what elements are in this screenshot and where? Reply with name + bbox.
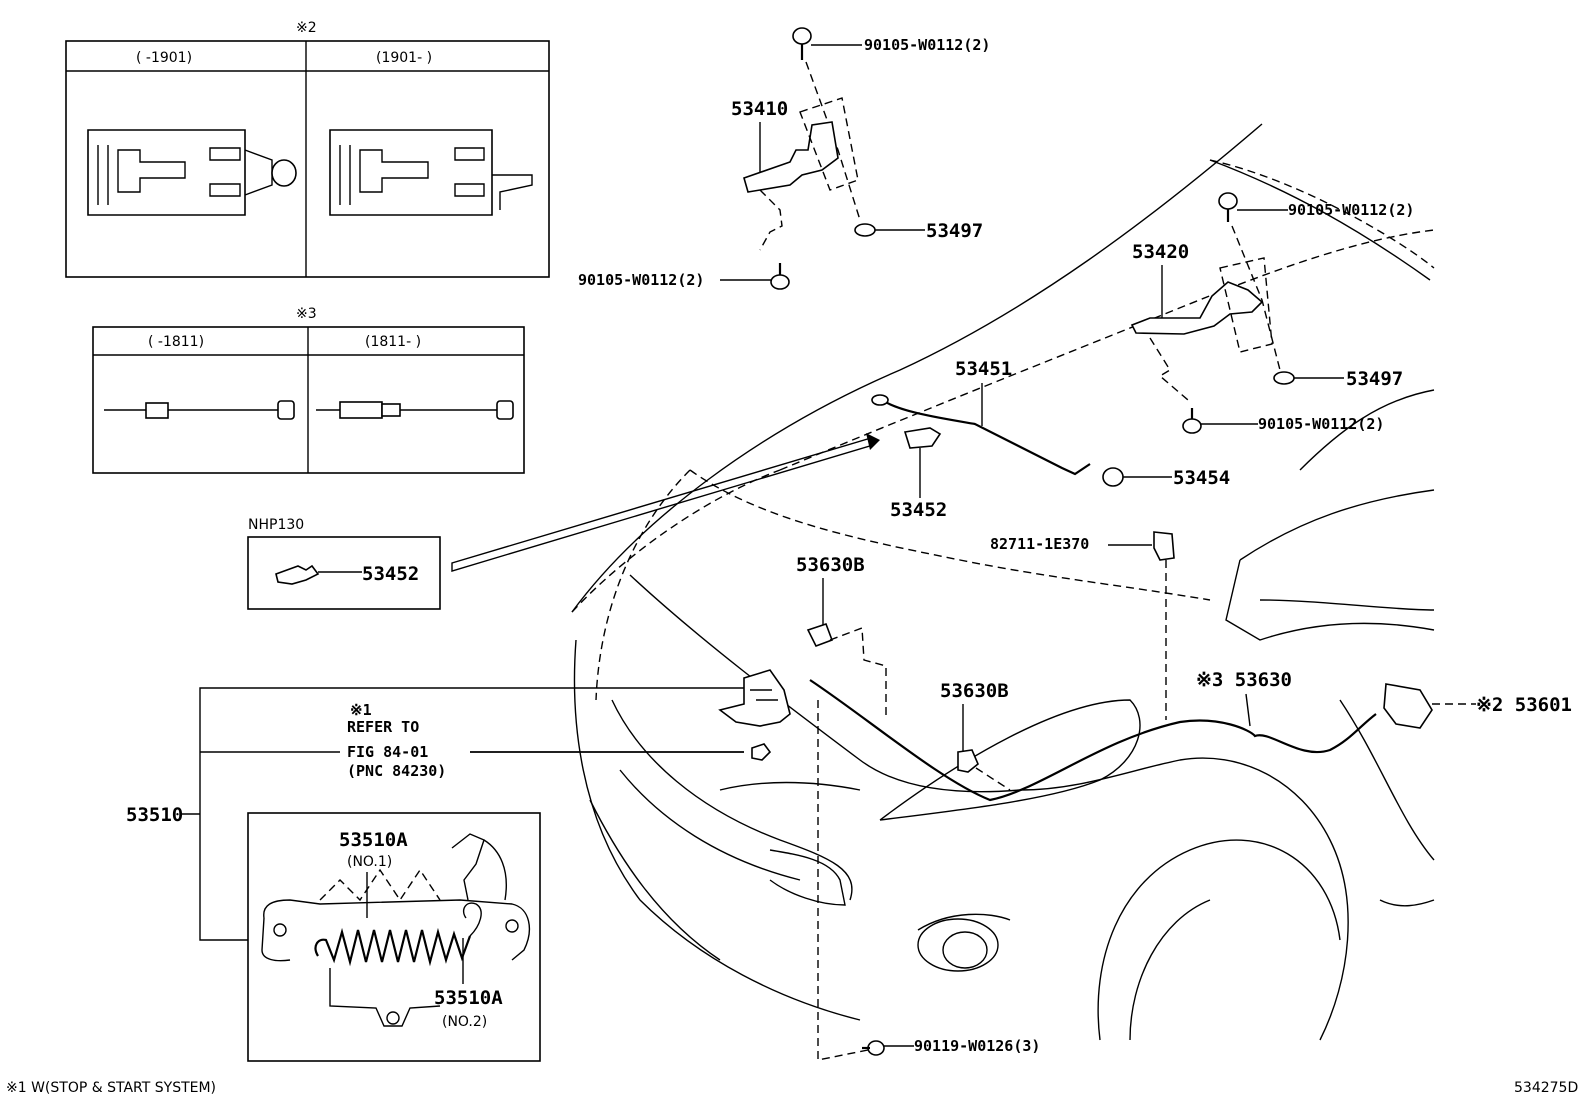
label-53497-a: 53497 [926, 220, 983, 242]
detail-part-b: 53510A [434, 987, 503, 1009]
note2-variant-box: ※2 ( -1901) (1901- ) [65, 20, 550, 278]
diagram-id: 534275D [1514, 1080, 1578, 1096]
detail-part-a-sub: (NO.1) [347, 854, 392, 870]
spring-detail-box: 53510A (NO.1) 53510A (NO.2) [247, 812, 541, 1062]
label-53601: ※2 53601 [1476, 694, 1572, 716]
note3-variant-box: ※3 ( -1811) (1811- ) [92, 306, 525, 474]
note2-col-right: (1901- ) [376, 50, 432, 66]
note3-title: ※3 [296, 306, 317, 322]
hood-hinge-right: 90105-W0112(2) 53420 53497 90105-W0112(2… [1130, 192, 1414, 434]
nhp130-box: NHP130 53452 [247, 433, 880, 610]
detail-part-a: 53510A [339, 829, 408, 851]
footer-note: ※1 W(STOP & START SYSTEM) [6, 1080, 216, 1096]
note2-title: ※2 [296, 20, 317, 36]
label-53630: ※3 53630 [1196, 669, 1292, 691]
hood-hinge-left: 90105-W0112(2) 53410 53497 90105-W0112(2… [578, 27, 990, 290]
hood-lock-assembly: ※3 53630 ※2 53601 90119-W0126(3) [718, 669, 1572, 1061]
label-90105-right-mid: 90105-W0112(2) [1258, 415, 1384, 433]
refer-line-2: FIG 84-01 [347, 743, 428, 761]
note3-col-right: (1811- ) [365, 334, 421, 350]
refer-line-1: REFER TO [347, 718, 419, 736]
label-53630B-b: 53630B [940, 680, 1009, 702]
label-90105-left: 90105-W0112(2) [578, 271, 704, 289]
label-82711: 82711-1E370 [990, 535, 1089, 553]
connector-old-drawing [87, 129, 297, 216]
hood-lock-callout: 53510 ※1 REFER TO FIG 84-01 (PNC 84230) [126, 687, 744, 941]
label-90105-top: 90105-W0112(2) [864, 36, 990, 54]
refer-mark: ※1 [350, 701, 372, 719]
clips-and-cushions: 82711-1E370 53630B 53630B [796, 531, 1175, 791]
note3-col-left: ( -1811) [148, 334, 204, 350]
cable-old-drawing [104, 400, 295, 420]
label-53452: 53452 [890, 499, 947, 521]
label-53630B-a: 53630B [796, 554, 865, 576]
hood-support-rod: 53451 53452 53454 [871, 358, 1230, 521]
note2-col-left: ( -1901) [136, 50, 192, 66]
refer-line-3: (PNC 84230) [347, 762, 446, 780]
car-body-outline [571, 123, 1435, 1041]
label-53497-b: 53497 [1346, 368, 1403, 390]
connector-new-drawing [329, 129, 533, 216]
nhp130-title: NHP130 [248, 517, 304, 533]
cable-new-drawing [316, 400, 514, 420]
nhp130-part-label: 53452 [362, 563, 419, 585]
label-90105-right-top: 90105-W0112(2) [1288, 201, 1414, 219]
release-lever-drawing [1383, 683, 1433, 729]
label-53454: 53454 [1173, 467, 1230, 489]
hood-switch-drawing [751, 743, 772, 761]
detail-part-b-sub: (NO.2) [442, 1014, 487, 1030]
label-53451: 53451 [955, 358, 1012, 380]
label-53410: 53410 [731, 98, 788, 120]
label-90119: 90119-W0126(3) [914, 1037, 1040, 1055]
label-53420: 53420 [1132, 241, 1189, 263]
label-53510: 53510 [126, 804, 183, 826]
hood-rod-holder-drawing [275, 564, 320, 585]
